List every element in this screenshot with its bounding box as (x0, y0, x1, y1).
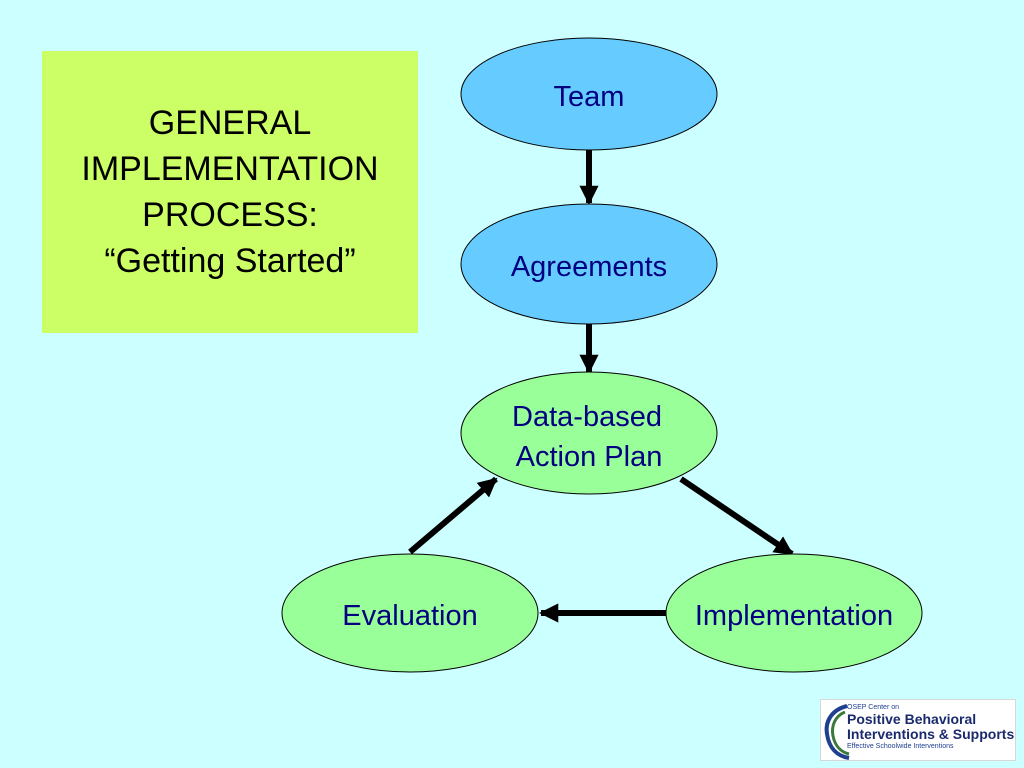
logo-line-3: Interventions & Supports (847, 726, 1015, 742)
logo-line-2: Positive Behavioral (847, 711, 977, 727)
title-line-4: “Getting Started” (104, 242, 356, 280)
node-action-plan-label-line-2: Action Plan (516, 441, 663, 473)
node-action-plan: Data-based Action Plan (460, 371, 718, 495)
node-action-plan-label-line-1: Data-based (512, 401, 662, 433)
node-action-plan-shape (460, 371, 718, 495)
arrow-action-plan-to-implementation (679, 476, 794, 557)
pbis-logo: OSEP Center on Positive Behavioral Inter… (820, 699, 1016, 761)
node-agreements: Agreements (460, 203, 718, 325)
node-team-shape (460, 37, 718, 151)
title-box: GENERAL IMPLEMENTATION PROCESS: “Getting… (42, 51, 418, 333)
title-line-3: PROCESS: (142, 196, 318, 234)
node-team-label: Team (554, 81, 625, 113)
logo-line-4: Effective Schoolwide Interventions (847, 743, 954, 750)
title-line-1: GENERAL (148, 104, 312, 142)
logo-line-1: OSEP Center on (847, 704, 900, 711)
arrow-evaluation-to-action-plan (408, 476, 498, 555)
node-evaluation-label: Evaluation (342, 600, 477, 632)
node-agreements-label: Agreements (511, 251, 667, 283)
node-implementation-label: Implementation (695, 600, 893, 632)
node-agreements-shape (460, 203, 718, 325)
node-team: Team (460, 37, 718, 151)
title-line-2: IMPLEMENTATION (81, 150, 379, 188)
node-implementation-shape (665, 553, 923, 673)
node-evaluation: Evaluation (281, 553, 539, 673)
node-implementation: Implementation (665, 553, 923, 673)
node-evaluation-shape (281, 553, 539, 673)
pbis-logo-mark (824, 704, 850, 760)
